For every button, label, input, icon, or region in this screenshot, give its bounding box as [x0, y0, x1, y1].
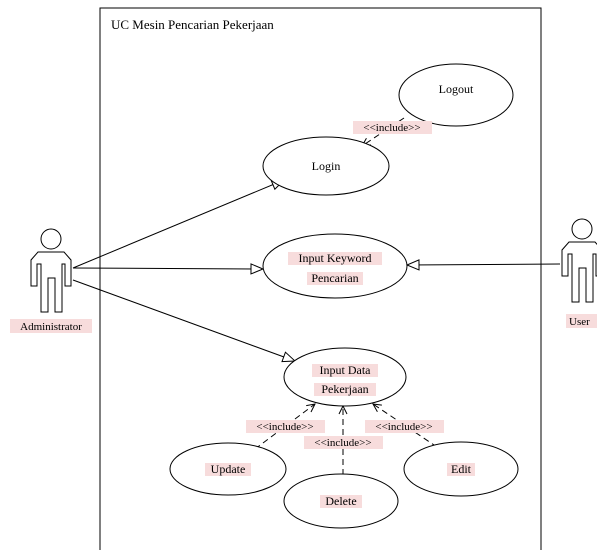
include-edit-input-data: [373, 404, 438, 448]
use-case-logout: Logout: [398, 63, 514, 127]
actor-user: User: [561, 218, 597, 328]
use-case-update-label: Update: [211, 462, 246, 476]
include-label-login-logout: <<include>>: [363, 122, 420, 134]
use-case-login: Login: [262, 136, 390, 196]
use-case-update: Update: [169, 442, 287, 496]
actor-body-icon: [30, 251, 72, 313]
assoc-admin-login: [72, 180, 284, 269]
use-case-input-data-line1: Input Data: [320, 363, 372, 377]
use-case-delete: Delete: [283, 473, 399, 529]
actor-user-label: User: [569, 316, 590, 328]
include-label-update: <<include>>: [256, 421, 313, 433]
use-case-input-keyword: Input Keyword Pencarian: [262, 233, 408, 299]
use-case-input-data-line2: Pekerjaan: [321, 382, 368, 396]
actor-head-icon: [571, 218, 593, 240]
boundary-title: UC Mesin Pencarian Pekerjaan: [111, 17, 274, 32]
use-case-edit-label: Edit: [451, 462, 472, 476]
assoc-admin-input-data: [72, 279, 295, 361]
use-case-edit: Edit: [403, 441, 519, 497]
use-case-input-data: Input Data Pekerjaan: [283, 347, 407, 407]
use-case-input-keyword-line2: Pencarian: [311, 271, 358, 285]
include-label-edit: <<include>>: [375, 421, 432, 433]
use-case-input-keyword-line1: Input Keyword: [299, 251, 372, 265]
use-case-delete-label: Delete: [325, 494, 356, 508]
actor-head-icon: [40, 228, 62, 250]
use-case-logout-label: Logout: [439, 82, 474, 96]
include-label-delete: <<include>>: [314, 437, 371, 449]
actor-administrator-label: Administrator: [20, 321, 82, 333]
actor-body-icon: [561, 241, 597, 303]
include-update-input-data: [254, 404, 315, 450]
assoc-admin-input-keyword: [72, 268, 263, 269]
assoc-user-input-keyword: [407, 264, 561, 265]
use-case-login-label: Login: [312, 159, 341, 173]
actor-administrator: Administrator: [10, 228, 92, 333]
